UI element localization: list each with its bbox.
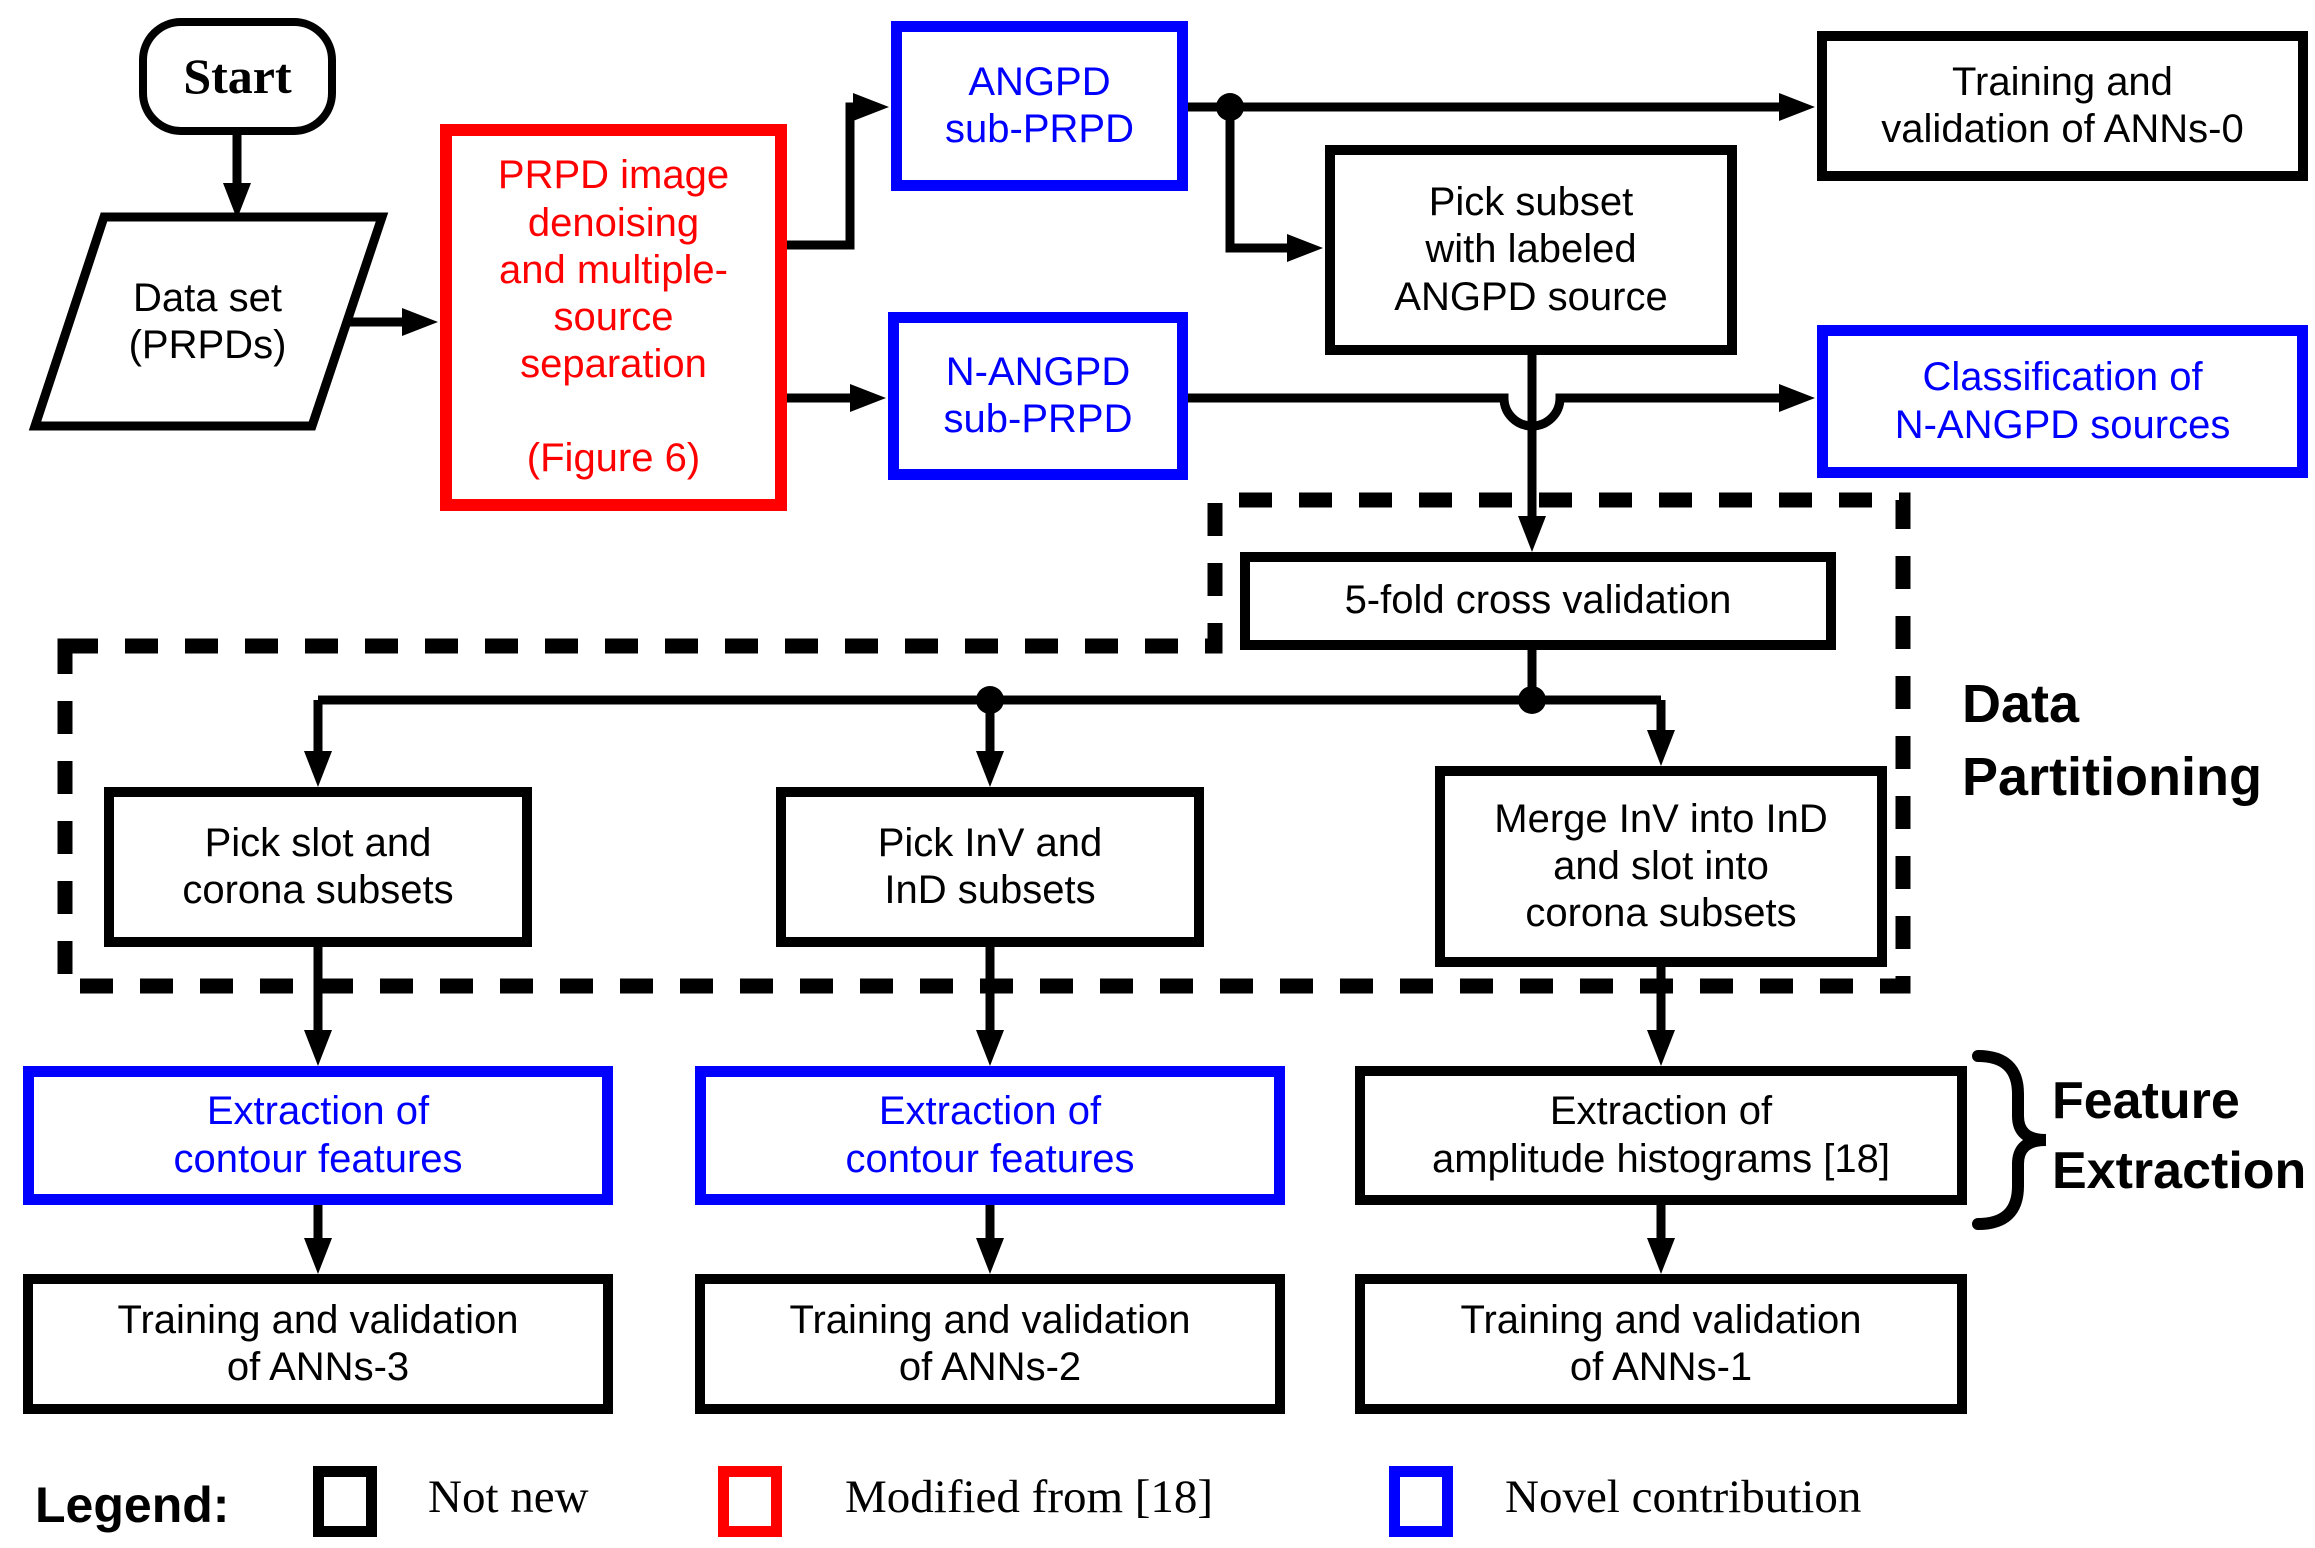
arrowheads bbox=[223, 93, 1815, 1274]
legend-swatch-novel bbox=[1389, 1466, 1453, 1537]
node-merge-subsets: Merge InV into InD and slot into corona … bbox=[1435, 766, 1887, 967]
legend-swatch-not-new bbox=[313, 1466, 377, 1537]
node-prpd-denoising: PRPD image denoising and multiple- sourc… bbox=[440, 124, 787, 511]
node-training-anns3: Training and validation of ANNs-3 bbox=[23, 1274, 613, 1414]
feature-extraction-brace bbox=[1972, 1050, 2047, 1230]
node-extraction-contour-left: Extraction of contour features bbox=[23, 1066, 613, 1205]
node-extraction-amplitude: Extraction of amplitude histograms [18] bbox=[1355, 1066, 1967, 1205]
node-training-anns2: Training and validation of ANNs-2 bbox=[695, 1274, 1285, 1414]
node-training-anns1: Training and validation of ANNs-1 bbox=[1355, 1274, 1967, 1414]
node-classification-nangpd: Classification of N-ANGPD sources bbox=[1817, 325, 2308, 478]
node-training-anns0: Training and validation of ANNs-0 bbox=[1817, 31, 2308, 181]
legend-label-modified: Modified from [18] bbox=[845, 1471, 1214, 1523]
legend-title: Legend: bbox=[35, 1477, 230, 1533]
label-feature-extraction: Feature Extraction bbox=[2052, 1072, 2307, 1201]
node-dataset: Data set (PRPDs) bbox=[128, 275, 287, 367]
label-data-partitioning: Data Partitioning bbox=[1962, 674, 2262, 807]
node-pick-inv-ind: Pick InV and InD subsets bbox=[776, 787, 1204, 947]
legend-label-novel: Novel contribution bbox=[1505, 1471, 1862, 1523]
node-start: Start bbox=[139, 18, 336, 135]
legend-label-not-new: Not new bbox=[428, 1471, 589, 1523]
node-angpd-subprpd: ANGPD sub-PRPD bbox=[891, 21, 1188, 191]
dataset-parallelogram-shape bbox=[28, 212, 389, 431]
legend-swatch-modified bbox=[718, 1466, 782, 1537]
node-pick-slot-corona: Pick slot and corona subsets bbox=[104, 787, 532, 947]
node-pick-subset-angpd: Pick subset with labeled ANGPD source bbox=[1325, 145, 1737, 355]
junction-dots bbox=[976, 93, 1546, 714]
node-extraction-contour-mid: Extraction of contour features bbox=[695, 1066, 1285, 1205]
node-nangpd-subprpd: N-ANGPD sub-PRPD bbox=[888, 312, 1188, 480]
node-5fold-cross-validation: 5-fold cross validation bbox=[1240, 552, 1836, 650]
data-partitioning-dashed-region bbox=[57, 492, 1911, 994]
